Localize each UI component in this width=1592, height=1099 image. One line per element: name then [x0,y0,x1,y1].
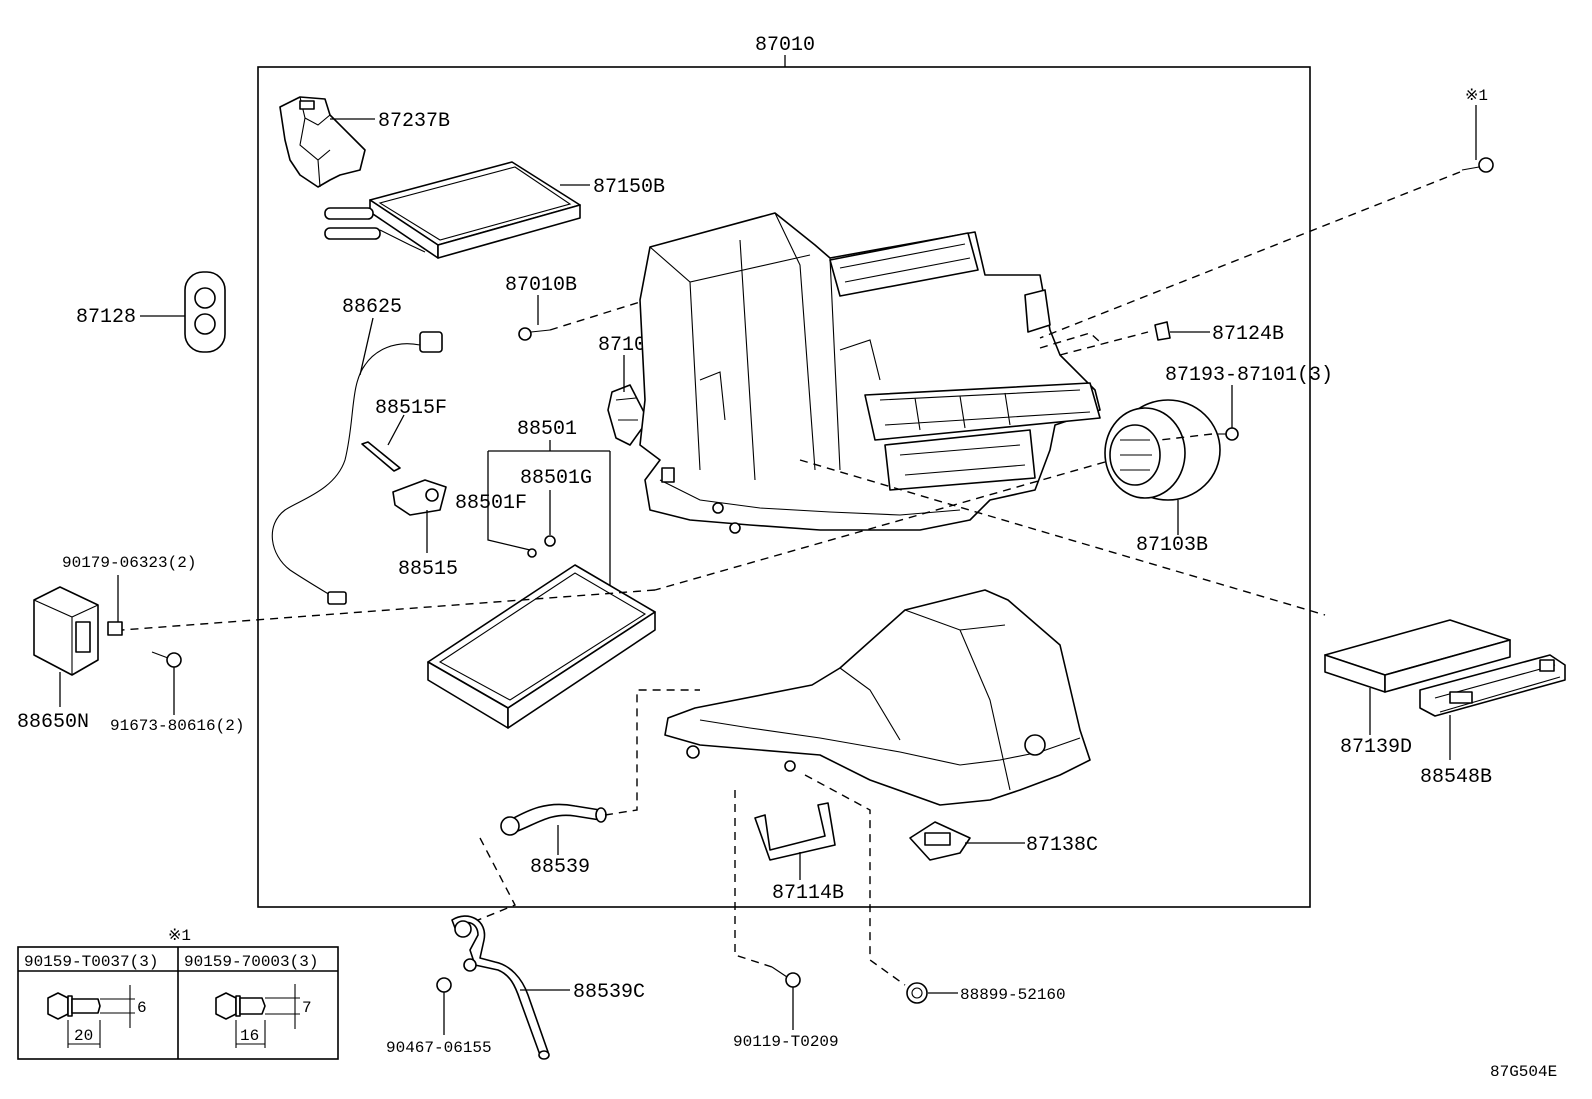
table-left-part[interactable]: 90159-T0037(3) [24,953,158,971]
evaporator-core [427,564,656,729]
table-left-diameter[interactable]: 6 [137,999,147,1017]
connection-lines [121,171,1461,986]
label-88501[interactable]: 88501 [517,418,577,441]
label-88548b[interactable]: 88548B [1420,766,1492,789]
hose-88539 [500,803,607,836]
label-88501g[interactable]: 88501G [520,467,592,490]
nut-90467 [436,977,452,993]
nut-88899 [906,982,928,1004]
label-87193[interactable]: 87193-87101(3) [1165,364,1333,387]
screw-87010b [518,327,551,341]
lower-duct [664,589,1091,806]
label-88515f[interactable]: 88515F [375,397,447,420]
servo-87106n [607,384,649,446]
diagram-code: 87G504E [1490,1063,1557,1081]
table-left-length[interactable]: 20 [74,1027,93,1045]
label-87103b[interactable]: 87103B [1136,534,1208,557]
label-90467[interactable]: 90467-06155 [386,1039,492,1057]
label-90119[interactable]: 90119-T0209 [733,1033,839,1051]
label-87010b[interactable]: 87010B [505,274,577,297]
label-88625[interactable]: 88625 [342,296,402,319]
label-88650n[interactable]: 88650N [17,711,89,734]
note-mark-top: ※1 [1465,87,1488,105]
sensor-88625 [271,331,443,605]
label-87150b[interactable]: 87150B [593,176,665,199]
label-87124b[interactable]: 87124B [1212,323,1284,346]
assembly-frame [257,66,1311,908]
hvac-housing [639,212,1101,534]
bolt-90119 [771,966,801,988]
sensor-88515 [361,441,447,516]
cover-88548b [1419,654,1566,717]
table-right-part[interactable]: 90159-70003(3) [184,953,318,971]
label-88539[interactable]: 88539 [530,856,590,879]
heater-core-87150b [324,161,581,259]
table-right-length[interactable]: 16 [240,1027,259,1045]
pipe-88539c [451,915,550,1060]
table-mark: ※1 [168,927,191,945]
label-91673[interactable]: 91673-80616(2) [110,717,244,735]
label-87010[interactable]: 87010 [755,34,815,57]
ecu-88650n [33,586,99,676]
filter-87139d [1324,619,1511,693]
label-87114b[interactable]: 87114B [772,882,844,905]
screw-91673 [151,651,182,668]
label-87139d[interactable]: 87139D [1340,736,1412,759]
label-88539c[interactable]: 88539C [573,981,645,1004]
resistor-87138c [909,821,971,861]
label-88515[interactable]: 88515 [398,558,458,581]
label-90179[interactable]: 90179-06323(2) [62,554,196,572]
clip-87124b [1154,321,1171,341]
blower-87103b [1104,399,1221,501]
bracket-87114b [754,802,836,861]
table-right-diameter[interactable]: 7 [302,999,312,1017]
label-88501f[interactable]: 88501F [455,492,527,515]
label-87138c[interactable]: 87138C [1026,834,1098,857]
grommet-87128 [184,271,226,353]
bracket-87237b [279,96,366,188]
label-87237b[interactable]: 87237B [378,110,450,133]
bolt-table: ※1 90159-T0037(3) 90159-70003(3) 20 6 16… [17,927,339,1060]
label-87128[interactable]: 87128 [76,306,136,329]
screw-note-1 [1461,157,1494,173]
nut-90179 [107,621,123,636]
label-88899[interactable]: 88899-52160 [960,986,1066,1004]
